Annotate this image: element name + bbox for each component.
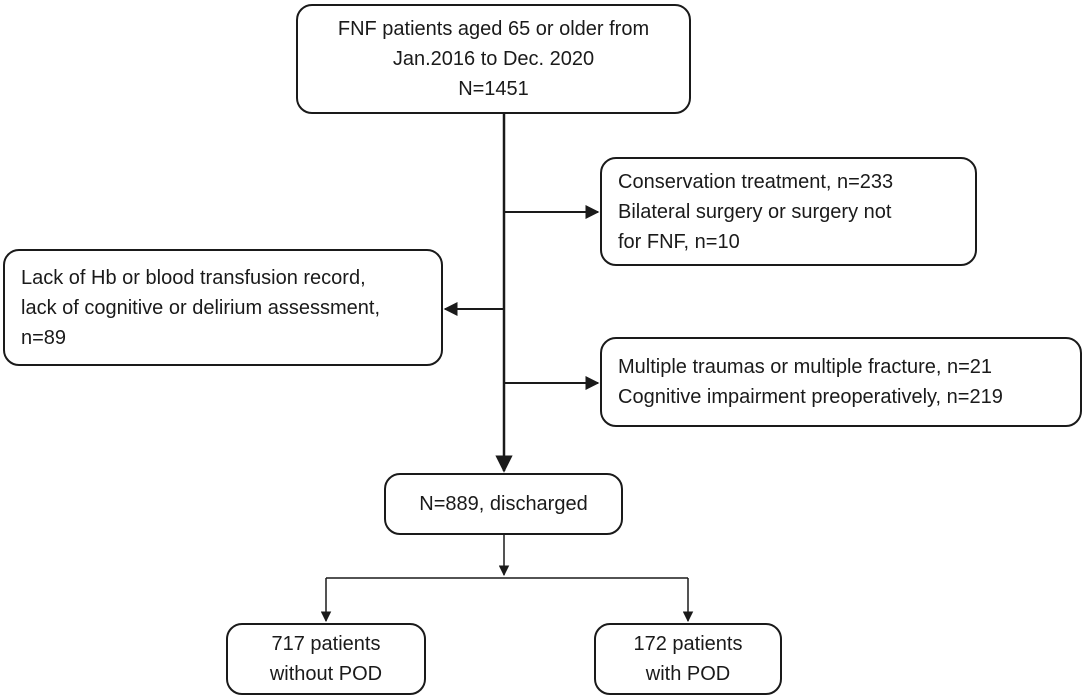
final-line-1: N=889, discharged <box>419 493 588 515</box>
exclusion-2-line-3: n=89 <box>21 326 67 349</box>
start-line-2: Jan.2016 to Dec. 2020 <box>392 48 595 70</box>
pod-line-1: 172 patients <box>633 633 743 655</box>
exclusion-box-3: Multiple traumas or multiple fracture, n… <box>600 337 1082 427</box>
no-pod-line-1: 717 patients <box>271 633 381 655</box>
start-population-box: FNF patients aged 65 or older from Jan.2… <box>296 4 691 114</box>
exclusion-1-line-1: Conservation treatment, n=233 <box>618 170 894 193</box>
exclusion-box-2: Lack of Hb or blood transfusion record, … <box>3 249 443 366</box>
start-line-3: N=1451 <box>458 78 529 100</box>
outcome-with-pod-box: 172 patients with POD <box>594 623 782 695</box>
exclusion-box-1: Conservation treatment, n=233 Bilateral … <box>600 157 977 266</box>
exclusion-3-line-1: Multiple traumas or multiple fracture, n… <box>618 356 993 378</box>
final-cohort-box: N=889, discharged <box>384 473 623 535</box>
no-pod-line-2: without POD <box>269 663 383 685</box>
outcome-without-pod-box: 717 patients without POD <box>226 623 426 695</box>
exclusion-2-line-2: lack of cognitive or delirium assessment… <box>21 296 381 319</box>
exclusion-1-line-2: Bilateral surgery or surgery not <box>618 200 892 223</box>
exclusion-3-line-2: Cognitive impairment preoperatively, n=2… <box>618 386 1003 408</box>
pod-line-2: with POD <box>645 663 731 685</box>
start-line-1: FNF patients aged 65 or older from <box>337 18 650 40</box>
exclusion-1-line-3: for FNF, n=10 <box>618 230 740 253</box>
exclusion-2-line-1: Lack of Hb or blood transfusion record, <box>21 266 366 289</box>
